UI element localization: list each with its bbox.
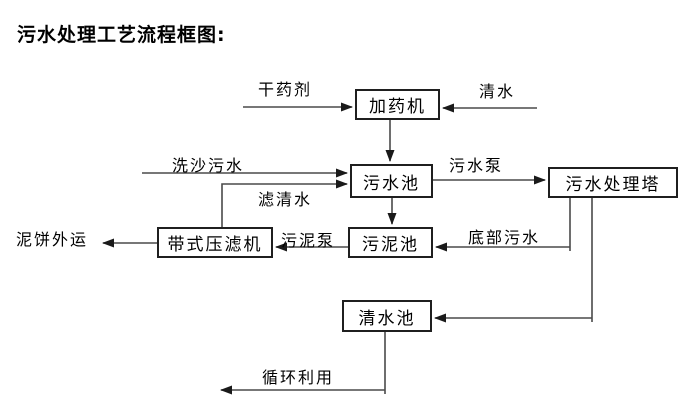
page-title: 污水处理工艺流程框图: bbox=[17, 24, 226, 46]
edge-label-recycle-use: 循环利用 bbox=[262, 368, 335, 387]
edge-filtered-water-to-sewage-pool bbox=[221, 179, 348, 227]
node-sludge-pool-label: 污泥池 bbox=[362, 235, 419, 255]
node-belt-filter-press: 带式压滤机 bbox=[157, 227, 273, 258]
edge-label-dry-agent: 干药剂 bbox=[258, 80, 313, 99]
edge-label-clear-water: 清水 bbox=[479, 82, 516, 101]
edge-label-sand-wash-sewage: 洗沙污水 bbox=[172, 156, 245, 175]
edge-label-mud-cake-out: 泥饼外运 bbox=[16, 230, 89, 249]
edge-label-sludge-pump: 污泥泵 bbox=[281, 231, 336, 250]
node-treatment-tower: 污水处理塔 bbox=[548, 167, 678, 198]
node-treatment-tower-label: 污水处理塔 bbox=[565, 175, 661, 195]
node-clear-water-pool: 清水池 bbox=[342, 300, 432, 332]
node-belt-filter-press-label: 带式压滤机 bbox=[167, 235, 263, 255]
node-dosing-machine-label: 加药机 bbox=[369, 97, 426, 117]
edge-label-filtered-water: 滤清水 bbox=[258, 190, 313, 209]
node-sewage-pool: 污水池 bbox=[350, 164, 433, 198]
node-clear-water-pool-label: 清水池 bbox=[358, 308, 416, 329]
node-sludge-pool: 污泥池 bbox=[348, 227, 433, 258]
edge-label-sewage-pump: 污水泵 bbox=[449, 156, 504, 175]
node-dosing-machine: 加药机 bbox=[355, 89, 440, 120]
node-sewage-pool-label: 污水池 bbox=[363, 173, 420, 194]
edge-label-bottom-sewage: 底部污水 bbox=[468, 228, 541, 247]
